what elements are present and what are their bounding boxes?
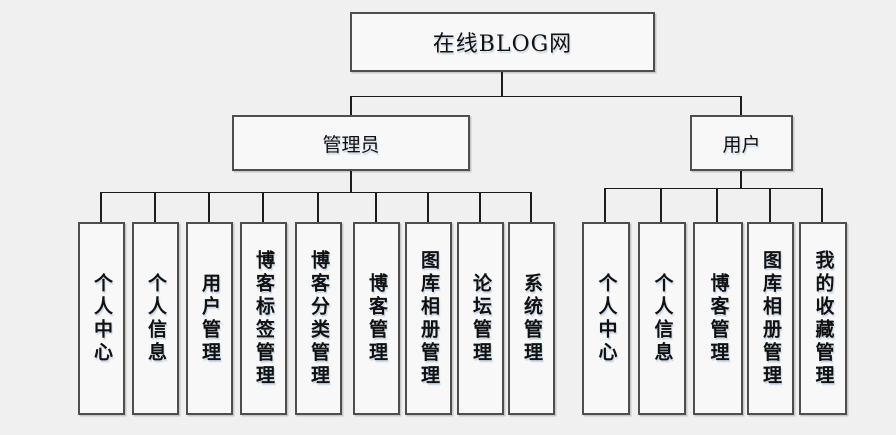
node-root: 在线BLOG网 (350, 12, 655, 72)
node-admin-label: 管理员 (322, 133, 380, 156)
node-user-personal-center-label: 个人中心 (595, 272, 618, 365)
node-user-personal-info: 个人信息 (638, 222, 686, 415)
node-user-personal-info-label: 个人信息 (651, 272, 674, 365)
node-admin: 管理员 (232, 115, 470, 171)
node-admin-gallery-album-management-label: 图库相册管理 (418, 249, 440, 388)
connector-admin-drop-7 (427, 192, 429, 222)
node-admin-blog-tag-management-label: 博客标签管理 (253, 249, 275, 388)
node-admin-user-management: 用户管理 (186, 222, 233, 415)
connector-admin-drop-8 (479, 192, 481, 222)
node-user-gallery-album-management-label: 图库相册管理 (760, 249, 782, 388)
connector-admin-drop-5 (317, 192, 319, 222)
connector-user-drop-3 (716, 188, 718, 222)
node-user-personal-center: 个人中心 (582, 222, 630, 415)
node-admin-blog-category-management-label: 博客分类管理 (308, 249, 330, 388)
node-user-gallery-album-management: 图库相册管理 (747, 222, 794, 415)
node-user-blog-management-label: 博客管理 (707, 272, 730, 365)
node-admin-blog-management: 博客管理 (353, 222, 400, 415)
node-admin-blog-tag-management: 博客标签管理 (240, 222, 287, 415)
connector-user-drop-2 (660, 188, 662, 222)
node-admin-system-management: 系统管理 (508, 222, 555, 415)
connector-admin-drop-9 (530, 192, 532, 222)
node-root-label: 在线BLOG网 (432, 32, 573, 57)
node-user-my-favorites-management: 我的收藏管理 (799, 222, 847, 415)
connector-admin-horizontal (101, 192, 532, 193)
node-admin-blog-management-label: 博客管理 (366, 272, 388, 365)
node-user-my-favorites-management-label: 我的收藏管理 (812, 249, 835, 388)
node-user-label: 用户 (722, 133, 761, 156)
connector-user-stem (740, 171, 742, 188)
connector-user-horizontal (605, 188, 823, 189)
connector-user-drop-4 (769, 188, 771, 222)
node-admin-personal-center: 个人中心 (78, 222, 125, 415)
connector-level1-horizontal (351, 96, 741, 97)
connector-root-stem (501, 72, 503, 96)
connector-admin-top (350, 96, 352, 115)
node-admin-system-management-label: 系统管理 (521, 272, 543, 365)
node-user: 用户 (690, 115, 793, 171)
node-admin-user-management-label: 用户管理 (199, 272, 221, 365)
node-admin-forum-management-label: 论坛管理 (470, 272, 492, 365)
connector-admin-drop-6 (375, 192, 377, 222)
connector-admin-drop-4 (262, 192, 264, 222)
node-admin-forum-management: 论坛管理 (457, 222, 504, 415)
connector-admin-drop-2 (154, 192, 156, 222)
node-admin-personal-center-label: 个人中心 (91, 272, 113, 365)
connector-user-drop-1 (604, 188, 606, 222)
connector-admin-drop-3 (208, 192, 210, 222)
connector-user-drop-5 (821, 188, 823, 222)
node-user-blog-management: 博客管理 (693, 222, 743, 415)
node-admin-gallery-album-management: 图库相册管理 (405, 222, 452, 415)
connector-admin-drop-1 (100, 192, 102, 222)
node-admin-personal-info-label: 个人信息 (145, 272, 167, 365)
connector-user-top (740, 96, 742, 115)
node-admin-blog-category-management: 博客分类管理 (295, 222, 342, 415)
connector-admin-stem (350, 171, 352, 192)
node-admin-personal-info: 个人信息 (132, 222, 179, 415)
